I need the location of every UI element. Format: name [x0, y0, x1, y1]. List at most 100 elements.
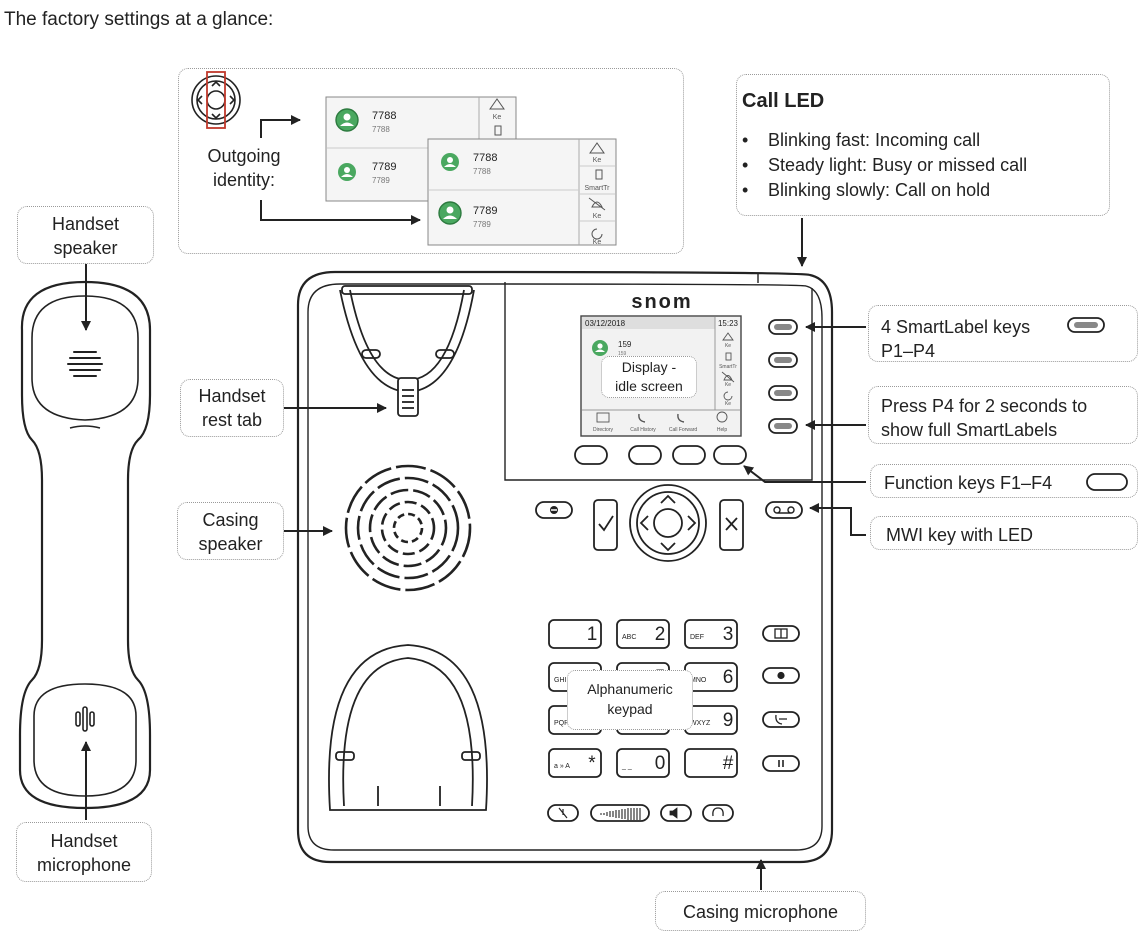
x-icon	[725, 517, 738, 531]
keypad-key-digit: 9	[723, 710, 734, 731]
screen-key4: Ke	[725, 401, 731, 407]
keypad-key-letters: WXYZ	[690, 720, 711, 727]
mwi-key[interactable]	[765, 501, 803, 519]
outgoing-identity-box	[178, 68, 684, 254]
casing-microphone-box	[655, 891, 866, 931]
hold-key[interactable]	[762, 755, 800, 772]
speaker-icon	[669, 807, 678, 819]
smartlabel-keys-label: 4 SmartLabel keys P1–P4	[881, 315, 1030, 363]
front-key4-icon	[591, 228, 603, 240]
screen-key3-icon	[721, 371, 735, 383]
handset-microphone-line1: Handset	[50, 831, 118, 851]
back-key1-icon	[489, 98, 505, 110]
mwi-key-label: MWI key with LED	[886, 525, 1034, 545]
back-entry1-number: 7788	[372, 110, 396, 122]
screen-entry-sub: 159	[618, 351, 627, 357]
handset-rest-tab-line1: Handset	[198, 386, 266, 406]
keypad-key[interactable]: 0 _ _	[616, 748, 670, 778]
voicemail-icon	[773, 506, 795, 514]
function-key-f1[interactable]	[574, 445, 608, 465]
softkey-call-forward: Call Forward	[669, 427, 698, 433]
outgoing-identity-label: Outgoing identity:	[196, 144, 292, 192]
screen-date: 03/12/2018	[585, 319, 626, 328]
brand-logo: snom	[631, 291, 692, 313]
keypad-key-body[interactable]	[616, 748, 670, 778]
back-entry1-sub: 7788	[372, 125, 390, 134]
keypad-key[interactable]: *a » A	[548, 748, 602, 778]
keypad-key-digit: 6	[723, 667, 734, 688]
handset-speaker-box	[17, 206, 154, 264]
keypad-key-body[interactable]	[684, 748, 738, 778]
handset-speaker-label: Handset speaker	[17, 212, 154, 260]
casing-microphone-label: Casing microphone	[682, 902, 839, 922]
handset-rest-tab[interactable]	[397, 377, 419, 417]
front-key3-icon	[588, 197, 606, 211]
pause-icon	[778, 760, 784, 767]
page-title: The factory settings at a glance:	[4, 9, 274, 30]
function-keys[interactable]	[574, 445, 747, 465]
handset-rest-tab-box	[180, 379, 284, 437]
feature-keys[interactable]	[762, 625, 800, 772]
nav-up-icon	[660, 494, 676, 504]
screen-key4-icon	[723, 391, 733, 401]
keypad-key-letters: a » A	[554, 763, 570, 770]
keypad-key[interactable]: #	[684, 748, 738, 778]
keypad-key-body[interactable]	[684, 619, 738, 649]
handset-speaker-grille	[67, 351, 103, 377]
keypad-key-body[interactable]	[548, 748, 602, 778]
call-led-item: Steady light: Busy or missed call	[742, 153, 1027, 178]
leader-arrows	[81, 115, 866, 890]
front-key4-label: Ke	[593, 239, 602, 246]
navigation-ring[interactable]	[629, 484, 707, 562]
screen-key1: Ke	[725, 343, 731, 349]
headset-key[interactable]	[702, 804, 734, 822]
keypad-key-body[interactable]	[548, 619, 602, 649]
keypad-key-digit: #	[723, 753, 734, 774]
function-key-f4[interactable]	[713, 445, 747, 465]
ok-key[interactable]	[593, 499, 618, 551]
function-key-f2[interactable]	[628, 445, 662, 465]
smartlabel-keys-line1: 4 SmartLabel keys	[881, 317, 1031, 337]
handset-microphone-label: Handset microphone	[16, 829, 152, 877]
handset-speaker-line1: Handset	[51, 214, 120, 234]
keypad-key-body[interactable]	[616, 619, 670, 649]
keypad-key-letters: PQRS	[554, 720, 574, 727]
handset-microphone-line2: microphone	[36, 855, 132, 875]
nav-right-icon	[687, 515, 697, 531]
front-key3-label: Ke	[593, 213, 602, 220]
keypad-key[interactable]: 1	[548, 619, 602, 649]
navigation-area[interactable]	[535, 484, 803, 562]
press-p4-line2: show full SmartLabels	[881, 420, 1058, 440]
bottom-row-keys[interactable]	[547, 804, 734, 822]
display-line2: idle screen	[615, 378, 683, 394]
front-entry2-sub: 7789	[473, 220, 491, 229]
outgoing-identity-line2: identity:	[212, 170, 276, 190]
function-key-f3[interactable]	[672, 445, 706, 465]
navigation-center-button[interactable]	[653, 508, 683, 538]
call-led-item: Blinking fast: Incoming call	[742, 128, 1027, 153]
smartlabel-keys[interactable]	[768, 319, 798, 434]
casing-speaker-box	[177, 502, 284, 560]
keypad-key-digit: 1	[587, 624, 598, 645]
handset-microphone-grille	[75, 706, 95, 732]
display-label-box	[601, 356, 697, 398]
call-forward-icon	[677, 413, 685, 423]
press-p4-label: Press P4 for 2 seconds to show full Smar…	[881, 394, 1087, 442]
front-key2-label: SmartTr	[584, 185, 610, 192]
gear-icon	[777, 671, 785, 680]
lower-cradle	[328, 644, 488, 811]
keypad-key-letters: DEF	[690, 634, 704, 641]
keypad-key-letters: _ _	[621, 763, 632, 770]
front-entry1-number: 7788	[473, 152, 497, 164]
function-keys-label: Function keys F1–F4	[884, 473, 1053, 493]
screen-key1-icon	[722, 332, 734, 341]
press-p4-box	[868, 386, 1138, 444]
call-history-icon	[638, 413, 646, 423]
keypad-key-digit: 0	[655, 753, 666, 774]
casing-speaker-line2: speaker	[198, 534, 263, 554]
outgoing-nav-icon	[191, 71, 241, 129]
softkey-help: Help	[717, 427, 728, 433]
